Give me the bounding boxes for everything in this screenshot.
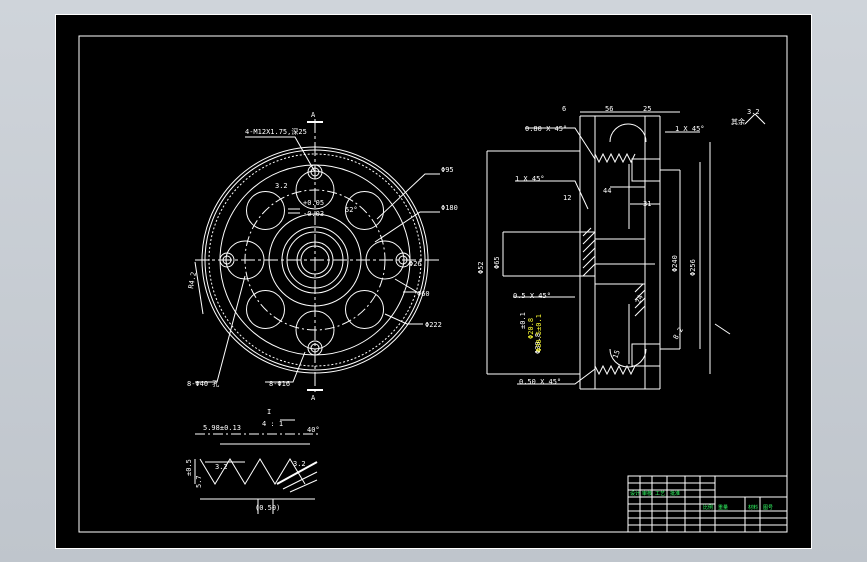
title-cell-2: 审核 bbox=[642, 490, 652, 497]
label-bottom-dim: Φ30.8 bbox=[534, 333, 542, 354]
label-dia-26: Φ26 bbox=[409, 260, 422, 268]
drawing-svg: A A 4-M12X1.75,深25 Φ95 Φ180 Φ222 Φ60 Φ26… bbox=[55, 14, 812, 549]
cad-drawing-canvas: A A 4-M12X1.75,深25 Φ95 Φ180 Φ222 Φ60 Φ26… bbox=[55, 14, 812, 549]
label-tol-c: ±0.1 bbox=[519, 312, 527, 329]
front-view bbox=[194, 119, 440, 392]
title-cell-7: 材料 bbox=[748, 504, 758, 511]
label-detail-a: 3.2 bbox=[215, 463, 228, 471]
section-label-top: A bbox=[311, 111, 316, 119]
detail-view bbox=[194, 419, 320, 514]
label-dim-56: 56 bbox=[605, 105, 613, 113]
label-tol-b: -0.03 bbox=[303, 210, 324, 218]
label-detail-tol: ±0.5 bbox=[185, 459, 193, 476]
label-dim-65: Φ65 bbox=[493, 256, 501, 269]
label-holes-16: 8-Φ16 bbox=[269, 380, 290, 388]
label-detail-val: 5.7 bbox=[195, 475, 203, 488]
label-highlight-a: Φ30.5±0.1 bbox=[535, 314, 543, 352]
label-dim-6: 6 bbox=[562, 105, 566, 113]
label-dia-60: Φ60 bbox=[417, 290, 430, 298]
label-dim-25: 25 bbox=[643, 105, 651, 113]
label-dim-15: 15 bbox=[611, 349, 621, 360]
label-dim-44: 44 bbox=[603, 187, 611, 195]
label-dim-82: 8.2 bbox=[672, 326, 685, 341]
label-dim-256: Φ256 bbox=[689, 259, 697, 276]
label-dia-95: Φ95 bbox=[441, 166, 454, 174]
label-dia-222: Φ222 bbox=[425, 321, 442, 329]
label-tol-a: +0.05 bbox=[303, 199, 324, 207]
title-block bbox=[627, 475, 788, 533]
label-surface: 3.2 bbox=[747, 108, 760, 116]
label-radial: R4.2 bbox=[187, 271, 198, 289]
label-highlight-b: Φ20.8 bbox=[527, 318, 535, 339]
label-dim-12: 12 bbox=[563, 194, 571, 202]
label-detail-ratio: 4 : 1 bbox=[262, 420, 283, 428]
label-holes-40: 8-Φ40 孔 bbox=[187, 380, 219, 388]
label-cham-bot: 0.50 X 45° bbox=[519, 378, 561, 386]
label-cham-top: 0.80 X 45° bbox=[525, 125, 567, 133]
label-angle-a: 3.2 bbox=[275, 182, 288, 190]
title-cell-5: 比例 bbox=[703, 504, 713, 511]
title-cell-1: 设计 bbox=[630, 490, 640, 497]
label-dim-240: Φ240 bbox=[671, 255, 679, 272]
label-detail-c: (0.50) bbox=[255, 504, 280, 512]
label-detail-dim: 5.98±0.13 bbox=[203, 424, 241, 432]
label-holes-m: 4-M12X1.75,深25 bbox=[245, 127, 307, 136]
label-cham-low: 0.5 X 45° bbox=[513, 292, 551, 300]
label-dim-31: 31 bbox=[643, 200, 651, 208]
label-cham-right: 1 X 45° bbox=[675, 125, 705, 133]
label-cham-mid: 1 X 45° bbox=[515, 175, 545, 183]
label-angle-b: 52° bbox=[345, 206, 358, 214]
label-surface-note: 其余 bbox=[731, 117, 745, 126]
label-detail-scale: I bbox=[267, 408, 271, 416]
label-dim-52: Φ52 bbox=[477, 261, 485, 274]
title-cell-8: 图号 bbox=[763, 505, 773, 511]
title-cell-3: 工艺 bbox=[655, 491, 665, 497]
section-label-bottom: A bbox=[311, 394, 316, 402]
title-cell-4: 批准 bbox=[670, 490, 680, 497]
section-view bbox=[486, 111, 766, 390]
label-detail-b: 3.2 bbox=[293, 460, 306, 468]
label-dia-180: Φ180 bbox=[441, 204, 458, 212]
label-dim-24: 24 bbox=[634, 294, 644, 305]
title-cell-6: 重量 bbox=[718, 504, 728, 511]
label-detail-angle: 40° bbox=[307, 426, 320, 434]
inner-border bbox=[78, 35, 788, 533]
outer-border bbox=[55, 14, 812, 549]
